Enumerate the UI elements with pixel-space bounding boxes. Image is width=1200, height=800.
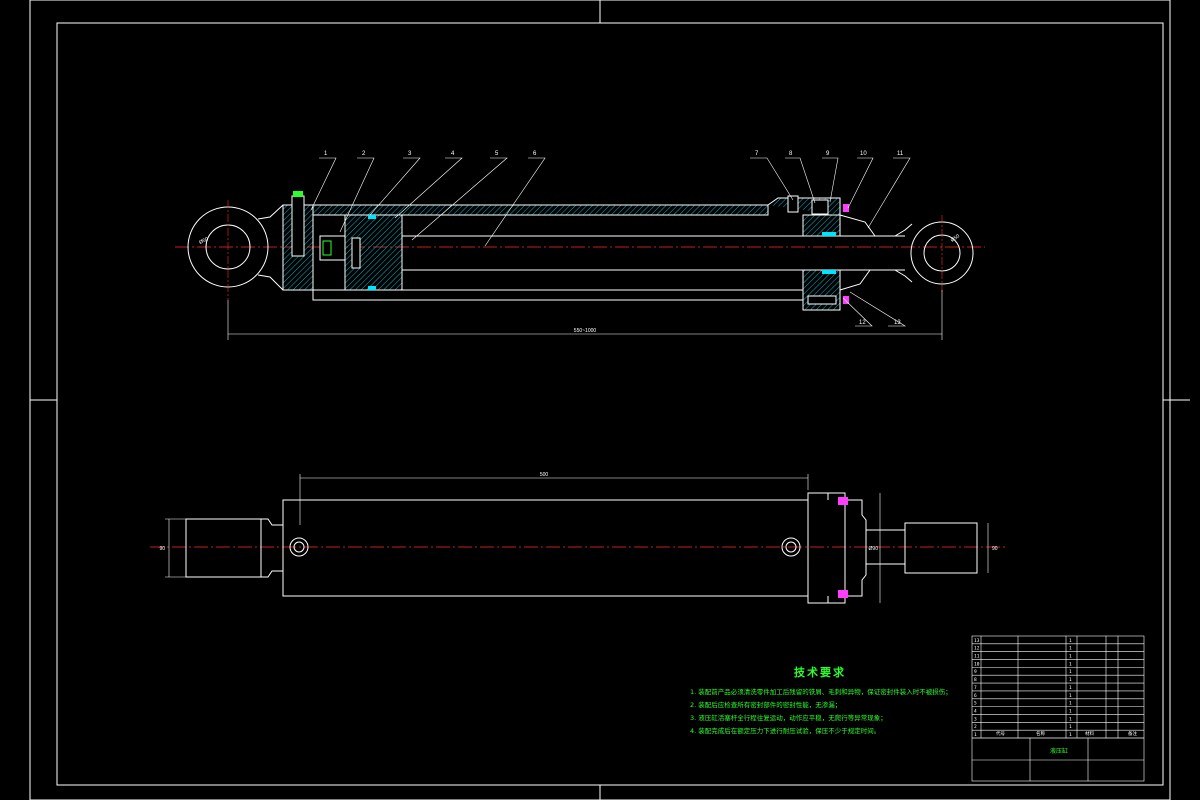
flange [807,492,846,604]
parts-row-qty: 1 [1069,708,1072,714]
parts-row-index: 8 [974,677,977,683]
outside-view [150,474,1005,604]
parts-row-qty: 1 [1069,685,1072,691]
parts-row-index: 13 [974,638,980,644]
parts-row-qty: 1 [1069,638,1072,644]
tech-req-list: 1. 装配前产品必须清洗零件加工后残留的铁屑、毛刺和异物，保证密封件装入时不被损… [690,686,952,738]
balloon-2: 2 [362,151,366,157]
parts-row-qty: 1 [1069,724,1072,730]
barrel-bottom-wall [312,289,804,301]
dim-right-end: 90 [992,546,998,552]
balloon-6: 6 [533,151,537,157]
parts-row-qty: 1 [1069,669,1072,675]
parts-row-index: 12 [974,646,980,652]
balloon-3: 3 [408,151,412,157]
dim-body-length: 500 [540,472,549,478]
parts-row-index: 9 [974,669,977,675]
balloon-10: 10 [860,151,867,157]
barrel-top-wall [312,204,769,216]
balloon-5: 5 [495,151,499,157]
tb-header-mat: 材料 [1085,732,1094,737]
parts-row-qty: 1 [1069,677,1072,683]
sheet-border [29,0,1190,800]
parts-row-index: 2 [974,724,977,730]
tb-header-note: 备注 [1128,732,1137,737]
parts-row-qty: 1 [1069,693,1072,699]
parts-row-qty: 1 [1069,716,1072,722]
balloon-13: 13 [894,320,901,326]
balloon-11: 11 [897,151,904,157]
parts-row-index: 10 [974,661,980,667]
tech-req-item: 3. 液压缸活塞杆全行程往复运动，动作应平稳，无爬行等异常现象； [690,714,887,722]
dim-flange: Ø90 [869,546,879,552]
tech-req-item: 2. 装配后应检查所有密封部件的密封性能，无渗漏； [690,701,842,709]
dim-end-width: 90 [159,546,165,552]
barrel-outside [282,499,809,597]
balloon-1: 1 [324,151,328,157]
parts-row-index: 5 [974,701,977,707]
balloon-9: 9 [826,151,830,157]
parts-row-qty: 1 [1069,732,1072,738]
tb-drawing-name: 液压缸 [1050,748,1069,755]
parts-row-index: 3 [974,716,977,722]
parts-row-index: 7 [974,685,977,691]
parts-row-index: 4 [974,708,977,714]
dim-overall: 550~1000 [574,328,597,334]
parts-row-index: 11 [974,654,980,660]
parts-row-qty: 1 [1069,646,1072,652]
parts-row-qty: 1 [1069,661,1072,667]
parts-row-qty: 1 [1069,654,1072,660]
section-view: 550~1000 Ø50 Ø50 1 2 3 4 5 6 7 8 [175,151,985,340]
tech-req-item: 1. 装配前产品必须清洗零件加工后残留的铁屑、毛刺和异物，保证密封件装入时不被损… [690,688,952,696]
dim-eye-left: Ø50 [198,236,209,246]
gland-top [802,214,841,237]
tech-req-item: 4. 装配完成后在额定压力下进行耐压试验，保压不少于规定时间。 [690,727,881,735]
parts-row-index: 6 [974,693,977,699]
parts-row-qty: 1 [1069,701,1072,707]
parts-row-index: 1 [974,732,977,738]
balloon-12: 12 [859,320,866,326]
balloon-8: 8 [789,151,793,157]
tech-req-title: 技术要求 [794,666,846,679]
tb-header-name: 名称 [1036,732,1045,737]
dim-eye-right: Ø50 [950,233,961,243]
balloon-4: 4 [451,151,455,157]
balloon-7: 7 [755,151,759,157]
tb-header-code: 代号 [996,732,1005,737]
